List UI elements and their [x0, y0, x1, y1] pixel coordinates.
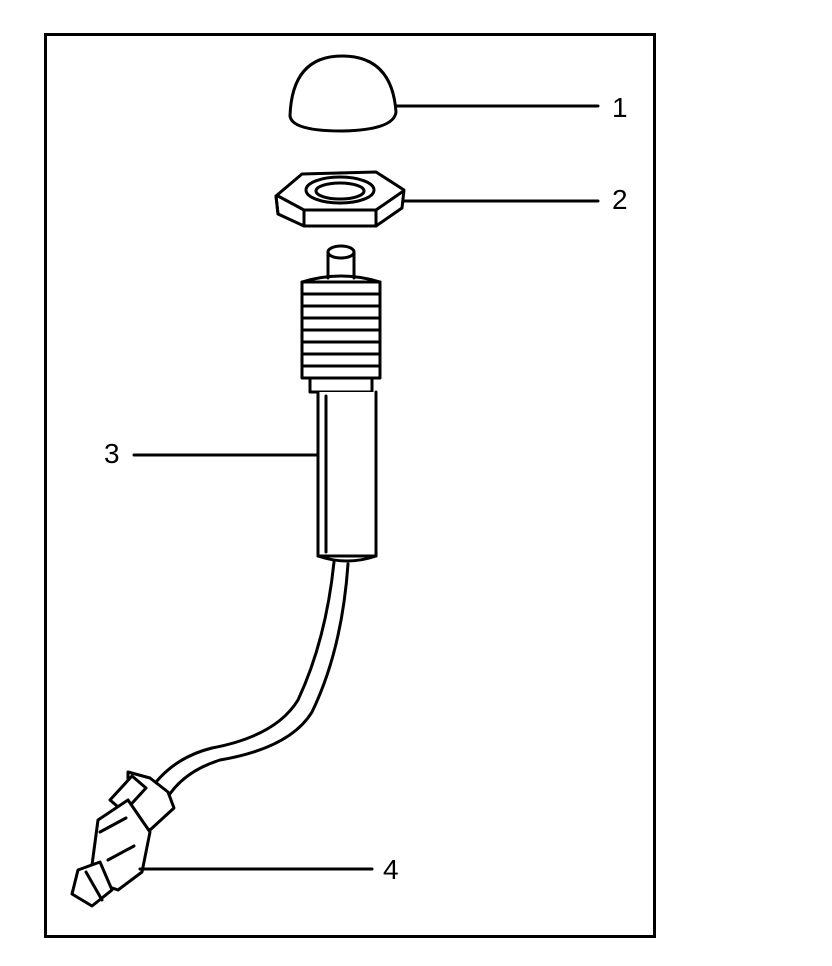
part-2-hex-nut: [274, 170, 406, 228]
sensor-wire-lead: [148, 560, 350, 802]
part-4-connector: [70, 770, 176, 908]
callout-label-3: 3: [104, 438, 120, 469]
part-1-dome-cap: [288, 54, 398, 133]
part-3-sensor-body: [300, 244, 382, 563]
callout-label-2: 2: [612, 184, 628, 215]
callout-label-4: 4: [383, 854, 399, 885]
callout-label-1: 1: [612, 92, 628, 123]
